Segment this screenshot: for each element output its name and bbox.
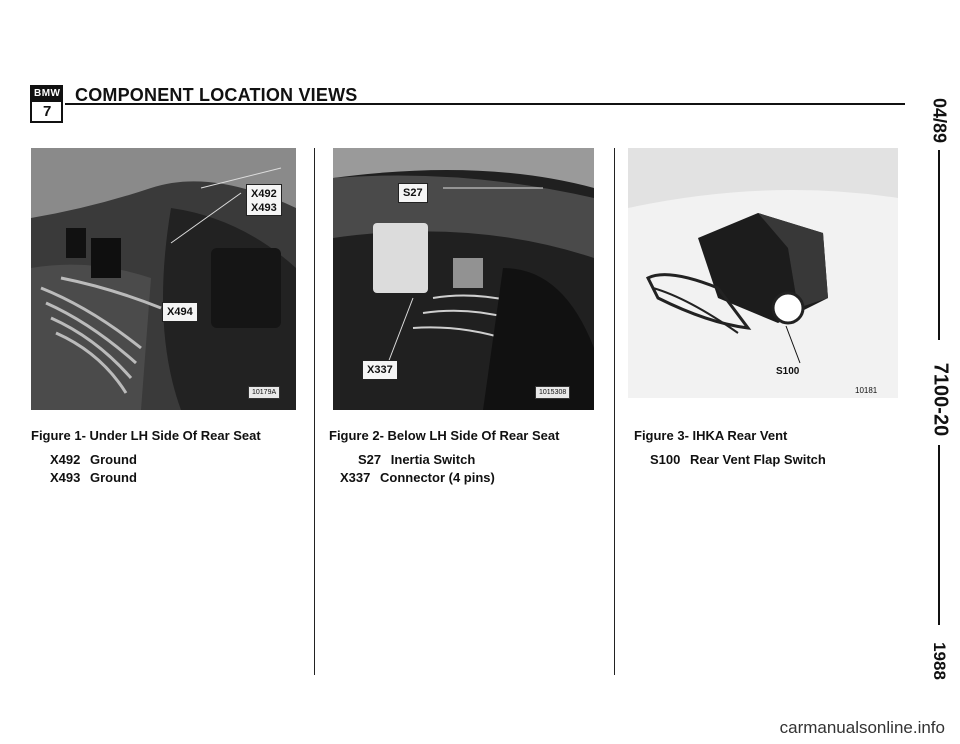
figure2-callout-s27: S27 (398, 183, 428, 203)
figure1-callout-x492: X492 X493 (246, 184, 282, 216)
figure3-image-code: 10181 (855, 386, 878, 395)
figure3-photo (628, 148, 898, 398)
legend-row: S27 Inertia Switch (340, 451, 495, 469)
figure1-legend: X492 Ground X493 Ground (50, 451, 137, 487)
callout-x493-label: X493 (251, 202, 277, 214)
figure2-image-code: 1015308 (535, 386, 571, 399)
legend-row: X493 Ground (50, 469, 137, 487)
column-divider-1 (314, 148, 315, 675)
figure2-callout-x337: X337 (362, 360, 398, 380)
figure1-image-code: 10179A (248, 386, 281, 399)
figure3-photo-art (628, 148, 898, 398)
header-rule (65, 103, 905, 105)
legend-row: X492 Ground (50, 451, 137, 469)
logo-series: 7 (43, 103, 52, 120)
sidebar-line-2 (938, 445, 940, 625)
legend-desc: Rear Vent Flap Switch (690, 452, 826, 467)
legend-desc: Ground (90, 470, 137, 485)
legend-id: S100 (650, 452, 681, 467)
legend-row: X337 Connector (4 pins) (340, 469, 495, 487)
figure3-legend: S100 Rear Vent Flap Switch (650, 451, 826, 469)
logo-text: BMW (34, 88, 61, 99)
bmw-logo: BMW 7 (30, 85, 63, 123)
logo-top-band (32, 87, 61, 102)
legend-id: X493 (50, 470, 81, 485)
logo-bottom-band (32, 102, 61, 121)
figure2-legend: S27 Inertia Switch X337 Connector (4 pin… (340, 451, 495, 487)
watermark: carmanualsonline.info (779, 718, 945, 737)
sidebar-date: 04/89 (929, 97, 950, 144)
legend-desc: Inertia Switch (390, 452, 476, 467)
page-title: COMPONENT LOCATION VIEWS (75, 85, 358, 105)
legend-id: X492 (50, 452, 81, 467)
figure3-callout-s100: S100 (776, 366, 800, 377)
legend-desc: Connector (4 pins) (380, 470, 495, 485)
sidebar-year: 1988 (930, 642, 949, 680)
figure2-photo (333, 148, 594, 410)
figure1-callout-x494: X494 (162, 302, 198, 322)
figure2-caption: Figure 2- Below LH Side Of Rear Seat (329, 428, 560, 443)
figure3-caption: Figure 3- IHKA Rear Vent (634, 428, 788, 443)
legend-row: S100 Rear Vent Flap Switch (650, 451, 826, 469)
figure1-caption: Figure 1- Under LH Side Of Rear Seat (31, 428, 261, 443)
legend-desc: Ground (90, 452, 137, 467)
legend-id: S27 (358, 452, 382, 467)
sidebar-code: 7100-20 (929, 362, 952, 437)
legend-id: X337 (340, 470, 371, 485)
sidebar-line-1 (938, 150, 940, 340)
callout-x492-label: X492 (251, 188, 277, 200)
column-divider-2 (614, 148, 615, 675)
